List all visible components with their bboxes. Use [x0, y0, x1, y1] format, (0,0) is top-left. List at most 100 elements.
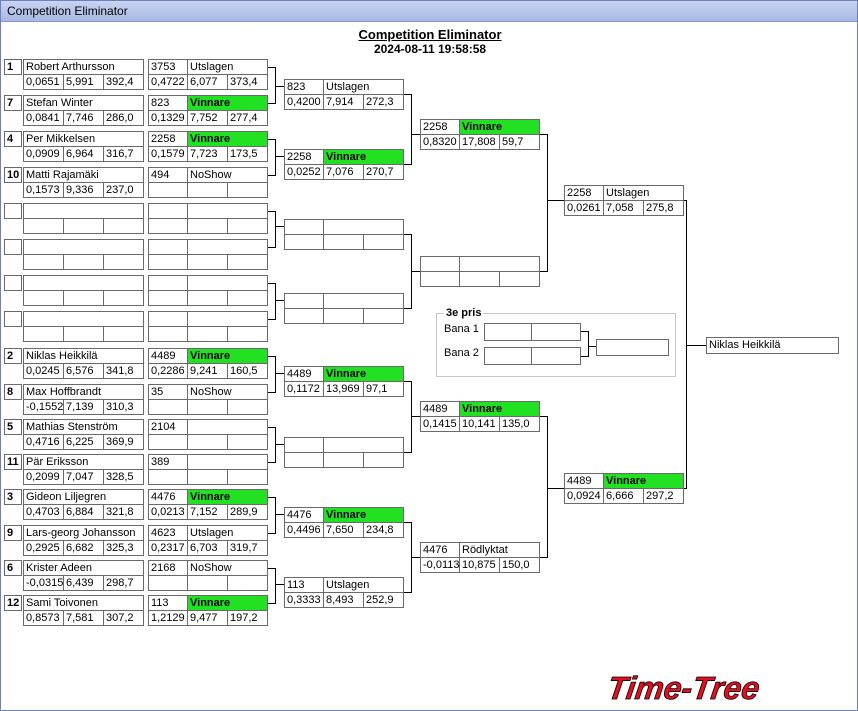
- round1-reaction-time[interactable]: [148, 434, 188, 450]
- round2-result[interactable]: Vinnare: [323, 149, 404, 165]
- round1-reaction-time[interactable]: 0,1579: [148, 146, 188, 162]
- round2-reaction-time[interactable]: 0,4200: [284, 94, 324, 110]
- entry-reaction-time[interactable]: [23, 254, 64, 270]
- round1-elapsed-time[interactable]: [187, 469, 228, 485]
- round1-reaction-time[interactable]: [148, 469, 188, 485]
- round1-speed[interactable]: 289,9: [227, 504, 268, 520]
- entry-seed[interactable]: 3: [4, 489, 22, 505]
- entry-seed[interactable]: 1: [4, 59, 22, 75]
- lane1-car[interactable]: [484, 323, 532, 341]
- round1-result[interactable]: Utslagen: [187, 525, 268, 541]
- semifinal-car[interactable]: 4489: [564, 473, 604, 489]
- round1-reaction-time[interactable]: 0,1329: [148, 110, 188, 126]
- round3-speed[interactable]: 150,0: [499, 557, 540, 573]
- entry-reaction-time[interactable]: [23, 326, 64, 342]
- entry-name[interactable]: [23, 203, 144, 219]
- semifinal-result[interactable]: Utslagen: [603, 185, 684, 201]
- round2-result[interactable]: [323, 437, 404, 453]
- round1-reaction-time[interactable]: 1,2129: [148, 610, 188, 626]
- entry-speed[interactable]: 369,9: [103, 434, 144, 450]
- round1-speed[interactable]: 319,7: [227, 540, 268, 556]
- round1-result[interactable]: NoShow: [187, 384, 268, 400]
- round2-speed[interactable]: 97,1: [363, 381, 404, 397]
- round2-elapsed-time[interactable]: [323, 234, 364, 250]
- round1-speed[interactable]: [227, 575, 268, 591]
- round3-result[interactable]: Vinnare: [459, 401, 540, 417]
- round2-reaction-time[interactable]: [284, 234, 324, 250]
- entry-seed[interactable]: [4, 311, 22, 327]
- round1-elapsed-time[interactable]: [187, 575, 228, 591]
- entry-name[interactable]: Robert Arthursson: [23, 59, 144, 75]
- entry-reaction-time[interactable]: 0,4716: [23, 434, 64, 450]
- round3-reaction-time[interactable]: -0,0113: [420, 557, 460, 573]
- entry-reaction-time[interactable]: 0,0651: [23, 74, 64, 90]
- round1-speed[interactable]: [227, 469, 268, 485]
- round2-speed[interactable]: 270,7: [363, 164, 404, 180]
- round1-car[interactable]: [148, 311, 188, 327]
- entry-elapsed-time[interactable]: 6,964: [63, 146, 104, 162]
- round1-car[interactable]: 4476: [148, 489, 188, 505]
- round1-car[interactable]: 823: [148, 95, 188, 111]
- round1-reaction-time[interactable]: [148, 218, 188, 234]
- round2-result[interactable]: Utslagen: [323, 79, 404, 95]
- round1-result[interactable]: NoShow: [187, 167, 268, 183]
- round1-car[interactable]: 35: [148, 384, 188, 400]
- entry-reaction-time[interactable]: 0,0841: [23, 110, 64, 126]
- entry-reaction-time[interactable]: -0,0315: [23, 575, 64, 591]
- entry-seed[interactable]: 7: [4, 95, 22, 111]
- entry-speed[interactable]: 325,3: [103, 540, 144, 556]
- round2-elapsed-time[interactable]: 7,650: [323, 522, 364, 538]
- round1-speed[interactable]: 173,5: [227, 146, 268, 162]
- entry-elapsed-time[interactable]: 7,581: [63, 610, 104, 626]
- round3-reaction-time[interactable]: 0,8320: [420, 134, 460, 150]
- entry-reaction-time[interactable]: 0,0909: [23, 146, 64, 162]
- round2-car[interactable]: 823: [284, 79, 324, 95]
- entry-speed[interactable]: 321,8: [103, 504, 144, 520]
- round2-car[interactable]: 4489: [284, 366, 324, 382]
- entry-name[interactable]: Mathias Stenström: [23, 419, 144, 435]
- entry-elapsed-time[interactable]: 7,047: [63, 469, 104, 485]
- entry-name[interactable]: Pär Eriksson: [23, 454, 144, 470]
- round1-speed[interactable]: [227, 254, 268, 270]
- entry-elapsed-time[interactable]: 7,139: [63, 399, 104, 415]
- round2-reaction-time[interactable]: [284, 308, 324, 324]
- round2-car[interactable]: [284, 437, 324, 453]
- round1-result[interactable]: Utslagen: [187, 59, 268, 75]
- entry-elapsed-time[interactable]: 6,576: [63, 363, 104, 379]
- entry-elapsed-time[interactable]: [63, 254, 104, 270]
- entry-seed[interactable]: 4: [4, 131, 22, 147]
- round1-elapsed-time[interactable]: 7,723: [187, 146, 228, 162]
- entry-name[interactable]: [23, 275, 144, 291]
- round2-reaction-time[interactable]: 0,4496: [284, 522, 324, 538]
- round3-speed[interactable]: 135,0: [499, 416, 540, 432]
- round1-car[interactable]: 2104: [148, 419, 188, 435]
- entry-seed[interactable]: [4, 275, 22, 291]
- round3-result[interactable]: Rödlyktat: [459, 542, 540, 558]
- entry-reaction-time[interactable]: 0,2925: [23, 540, 64, 556]
- round1-reaction-time[interactable]: 0,4722: [148, 74, 188, 90]
- round2-result[interactable]: Vinnare: [323, 366, 404, 382]
- round1-car[interactable]: 2168: [148, 560, 188, 576]
- round2-result[interactable]: [323, 219, 404, 235]
- round3-reaction-time[interactable]: [420, 271, 460, 287]
- round2-result[interactable]: Vinnare: [323, 507, 404, 523]
- semifinal-elapsed-time[interactable]: 6,666: [603, 488, 644, 504]
- lane2-time[interactable]: [531, 347, 581, 365]
- round1-speed[interactable]: 197,2: [227, 610, 268, 626]
- round3-speed[interactable]: 59,7: [499, 134, 540, 150]
- entry-name[interactable]: Sami Toivonen: [23, 595, 144, 611]
- entry-seed[interactable]: 5: [4, 419, 22, 435]
- entry-reaction-time[interactable]: [23, 290, 64, 306]
- round3-speed[interactable]: [499, 271, 540, 287]
- round1-elapsed-time[interactable]: [187, 218, 228, 234]
- round1-reaction-time[interactable]: 0,2286: [148, 363, 188, 379]
- round1-speed[interactable]: [227, 326, 268, 342]
- entry-speed[interactable]: [103, 254, 144, 270]
- entry-reaction-time[interactable]: 0,2099: [23, 469, 64, 485]
- round1-elapsed-time[interactable]: 6,077: [187, 74, 228, 90]
- round1-car[interactable]: [148, 239, 188, 255]
- entry-seed[interactable]: [4, 203, 22, 219]
- round3-result[interactable]: [459, 256, 540, 272]
- round3-reaction-time[interactable]: 0,1415: [420, 416, 460, 432]
- entry-elapsed-time[interactable]: 5,991: [63, 74, 104, 90]
